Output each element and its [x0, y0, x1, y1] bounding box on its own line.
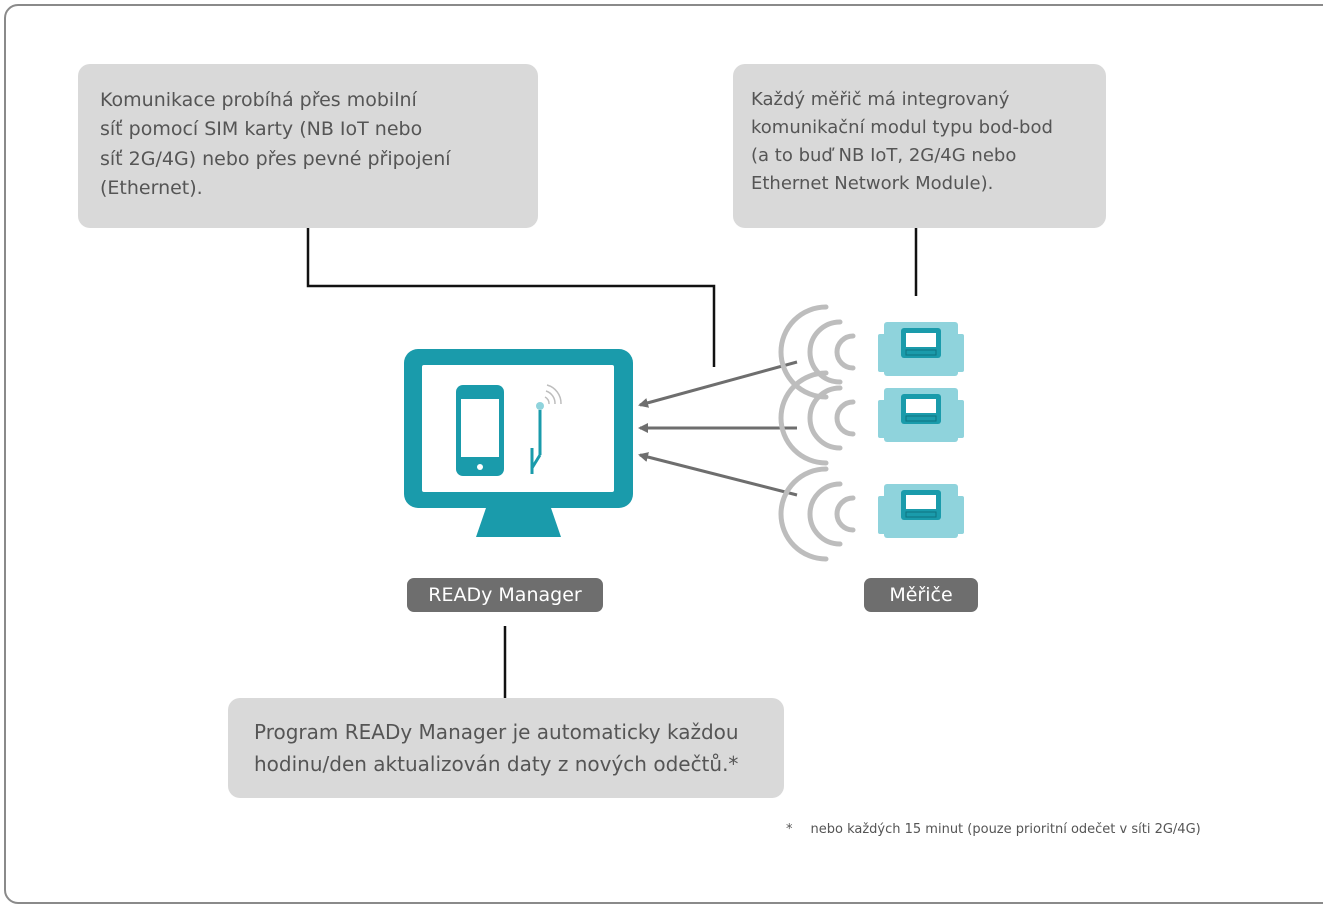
water-meter-icon — [878, 388, 964, 442]
note-line: síť pomocí SIM karty (NB IoT nebo — [100, 118, 423, 141]
note-line: Program READy Manager je automaticky kaž… — [254, 720, 739, 744]
label-ready-manager: READy Manager — [407, 578, 603, 612]
note-communication: Komunikace probíhá přes mobilní síť pomo… — [78, 64, 538, 228]
label-meters: Měřiče — [864, 578, 978, 612]
note-meter-module: Každý měřič má integrovaný komunikační m… — [733, 64, 1106, 228]
note-line: hodinu/den aktualizován daty z nových od… — [254, 752, 739, 776]
signal-waves-icon — [778, 370, 856, 466]
meter-device-3 — [778, 466, 964, 562]
note-line: Ethernet Network Module). — [751, 172, 994, 194]
arrow-top — [638, 360, 798, 408]
data-arrows — [638, 360, 798, 497]
note-line: Komunikace probíhá přes mobilní — [100, 89, 417, 111]
signal-waves-icon — [778, 466, 856, 562]
connector-lines — [306, 228, 918, 698]
water-meter-icon — [878, 322, 964, 376]
note-line: (Ethernet). — [100, 177, 203, 200]
water-meter-icon — [878, 484, 964, 538]
diagram-graphics — [306, 228, 964, 698]
phone-icon — [456, 385, 504, 476]
monitor-icon — [404, 349, 633, 537]
footnote-text: nebo každých 15 minut (pouze prioritní o… — [810, 822, 1201, 837]
footnote-marker: * — [786, 822, 793, 837]
meter-device-1 — [778, 304, 964, 400]
note-line: (a to buď NB IoT, 2G/4G nebo — [751, 144, 1017, 166]
meters-group — [778, 304, 964, 562]
meter-device-2 — [778, 370, 964, 466]
note-update-frequency: Program READy Manager je automaticky kaž… — [228, 698, 784, 798]
connector-left-note — [306, 228, 716, 367]
signal-waves-icon — [778, 304, 856, 400]
footnote: * nebo každých 15 minut (pouze prioritní … — [786, 822, 1201, 837]
note-line: komunikační modul typu bod-bod — [751, 116, 1053, 138]
note-line: Každý měřič má integrovaný — [751, 89, 1010, 110]
antenna-icon — [530, 384, 562, 474]
arrow-bottom — [638, 452, 798, 497]
note-line: síť 2G/4G) nebo přes pevné připojení — [100, 147, 451, 170]
